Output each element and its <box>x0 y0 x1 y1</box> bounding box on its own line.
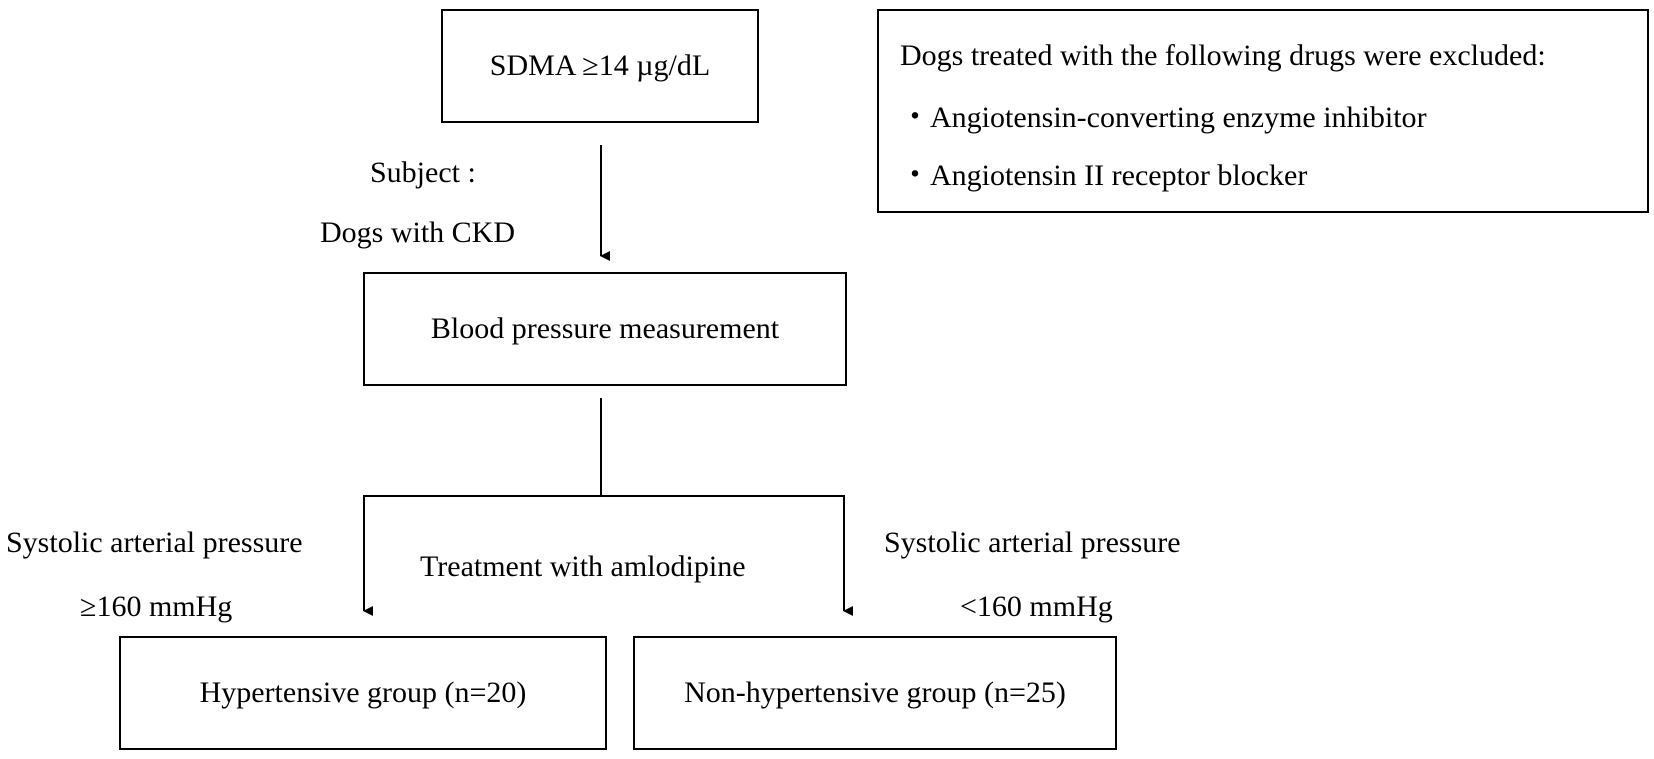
dogs-ckd-label: Dogs with CKD <box>320 216 516 249</box>
hypertensive-group-box: Hypertensive group (n=20) <box>119 636 607 750</box>
sap-left-value: ≥160 mmHg <box>80 590 233 623</box>
sdma-box-text: SDMA ≥14 µg/dL <box>489 49 711 82</box>
exclusion-box: Dogs treated with the following drugs we… <box>877 9 1649 213</box>
non-hypertensive-group-text: Non-hypertensive group (n=25) <box>684 676 1066 709</box>
blood-pressure-box-text: Blood pressure measurement <box>430 312 780 345</box>
hypertensive-group-text: Hypertensive group (n=20) <box>199 676 527 709</box>
subject-label: Subject : <box>370 156 476 189</box>
non-hypertensive-group-box: Non-hypertensive group (n=25) <box>633 636 1117 750</box>
exclusion-title: Dogs treated with the following drugs we… <box>900 39 1546 72</box>
sdma-box: SDMA ≥14 µg/dL <box>441 9 759 123</box>
sap-right-value: <160 mmHg <box>960 590 1113 623</box>
exclusion-item-ace-inhibitor: ・Angiotensin-converting enzyme inhibitor <box>900 101 1427 134</box>
sap-left-label: Systolic arterial pressure <box>6 526 303 559</box>
exclusion-item-arb: ・Angiotensin II receptor blocker <box>900 159 1308 192</box>
blood-pressure-box: Blood pressure measurement <box>363 272 847 386</box>
treatment-label: Treatment with amlodipine <box>420 550 746 583</box>
sap-right-label: Systolic arterial pressure <box>884 526 1181 559</box>
